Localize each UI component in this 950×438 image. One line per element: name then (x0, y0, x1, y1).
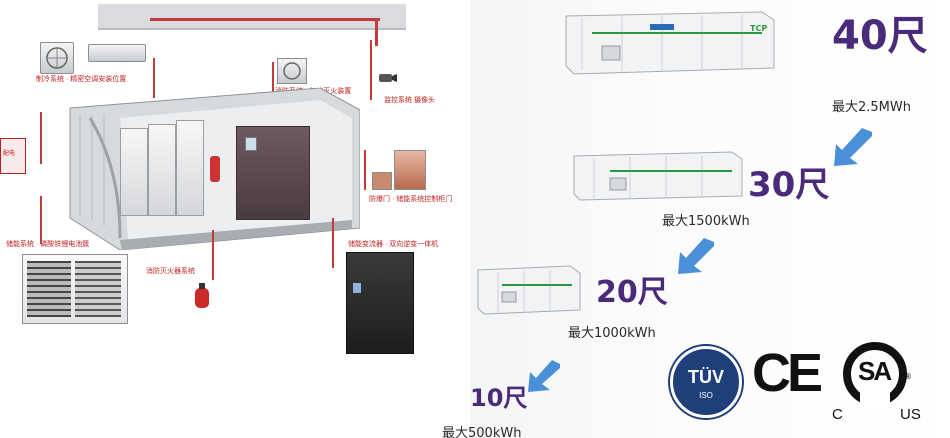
side-panel-tag: 配电 (0, 138, 26, 174)
ac-label: 制冷系统 · 精密空调安装位置 (36, 76, 127, 83)
door-label: 防爆门 · 储能系统控制柜门 (369, 196, 453, 203)
battery-modules (75, 261, 121, 317)
pcs-cabinet (236, 126, 310, 220)
ce-mark: CE (752, 343, 823, 403)
container-20ft (474, 264, 582, 316)
csa-mark: SA ® (840, 340, 912, 412)
container-40ft: TCP (562, 10, 777, 76)
fire-extinguisher-inside (210, 156, 220, 182)
pcs-black-cabinet (346, 252, 414, 354)
camera-label: 监控系统 摄像头 (384, 97, 435, 104)
leader-line (370, 40, 372, 100)
size-40ft: 40尺 (832, 13, 928, 59)
down-left-arrow-icon (528, 360, 564, 394)
fan-unit (40, 42, 74, 74)
leader-line (40, 112, 42, 164)
container-size-panel: TCP 40尺 最大2.5MWh 30尺 最大1500kWh (442, 0, 950, 438)
ceiling-pipe-drop (375, 18, 378, 46)
door-panel (394, 150, 426, 190)
size-30ft: 30尺 (748, 165, 830, 205)
watermark: 豆包AI生成 (892, 425, 942, 436)
csa-text: SA (858, 356, 892, 386)
leader-line (40, 196, 42, 244)
leader-line (212, 230, 214, 280)
side-panel-label: 配电 (3, 151, 16, 157)
access-panel (372, 172, 392, 190)
storage-container (60, 87, 361, 251)
battery-cabinet (148, 124, 176, 216)
leader-line (153, 58, 155, 98)
tuv-sub-text: ISO (699, 391, 713, 400)
indoor-ac-unit (88, 44, 146, 62)
capacity-40ft: 最大2.5MWh (832, 100, 911, 115)
pcs-indicator (353, 283, 361, 293)
size-20ft: 20尺 (596, 275, 668, 310)
csa-reg: ® (904, 372, 912, 381)
tuv-badge: TÜV ISO (670, 346, 742, 418)
leader-line (332, 218, 334, 268)
battery-cabinet (176, 120, 204, 216)
battery-modules (27, 261, 71, 317)
down-left-arrow-icon (678, 238, 718, 276)
container-30ft (570, 150, 745, 202)
fire-extinguisher-icon (190, 280, 214, 310)
pcs-label: 储能变流器 · 双向逆变一体机 (348, 241, 439, 248)
leader-line (364, 150, 366, 190)
battery-rack-label: 储能系统 · 磷酸铁锂电池簇 (6, 241, 90, 248)
capacity-20ft: 最大1000kWh (568, 326, 656, 341)
battery-rack (22, 254, 128, 324)
ceiling-duct (98, 4, 406, 30)
csa-c-text: C (832, 406, 843, 423)
pcs-screen (245, 137, 257, 151)
exhaust-fan (277, 58, 307, 84)
capacity-30ft: 最大1500kWh (662, 214, 750, 229)
battery-cabinet (120, 128, 148, 216)
csa-us-text: US (900, 406, 921, 423)
capacity-10ft: 最大500kWh (442, 426, 522, 438)
leader-line (272, 62, 274, 110)
camera-icon (378, 70, 398, 84)
brand-logo: TCP (750, 24, 768, 33)
ceiling-pipe (150, 18, 380, 21)
container-cutaway-diagram: 制冷系统 · 精密空调安装位置 消防系统 · 气体灭火装置 监控系统 摄像头 配… (0, 0, 470, 438)
down-left-arrow-icon (832, 128, 876, 168)
tuv-text: TÜV (688, 367, 724, 387)
size-10ft: 10尺 (470, 384, 528, 412)
fire-extinguisher-label: 消防灭火器系统 (146, 268, 195, 275)
